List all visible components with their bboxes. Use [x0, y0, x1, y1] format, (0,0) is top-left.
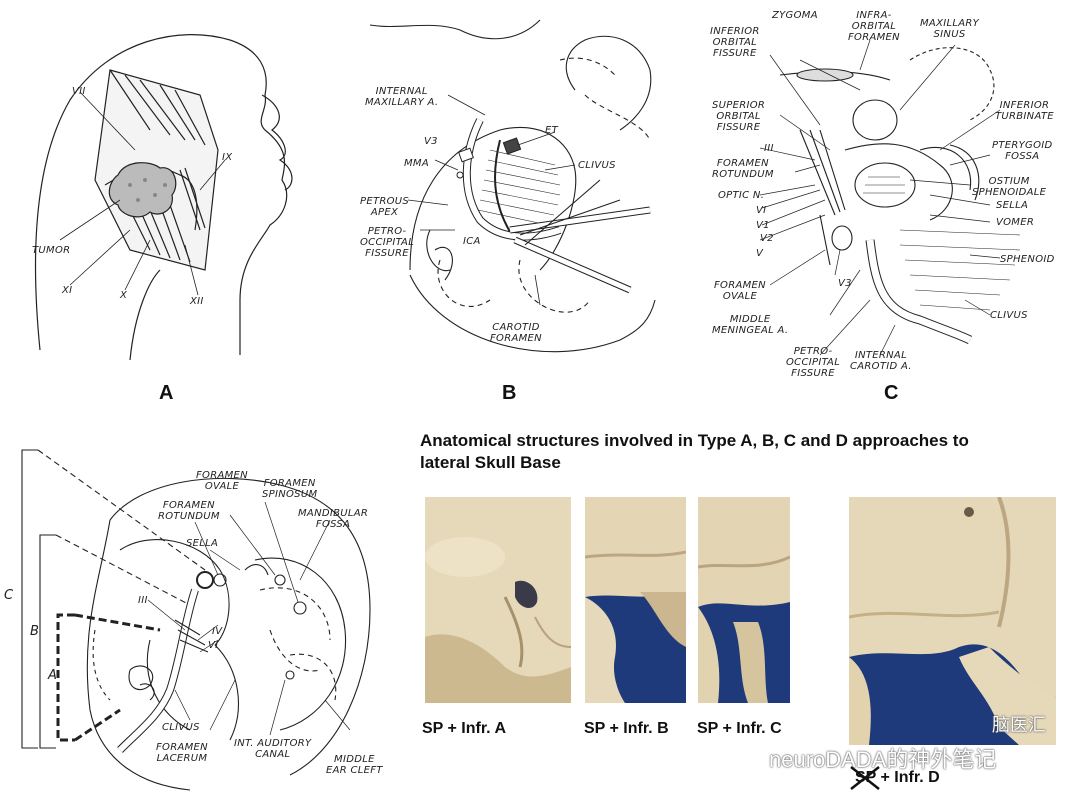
label-v2: V2	[760, 233, 774, 244]
panel-d: C B A FORAMEN OVALE FORAMEN SPINOSUM FOR…	[0, 430, 400, 800]
label-clivus-d: CLIVUS	[162, 722, 200, 733]
caption-a: SP + Infr. A	[422, 720, 507, 737]
caption-b: SP + Infr. B	[584, 720, 669, 737]
label-v3: V3	[424, 136, 438, 147]
label-iii: III	[764, 143, 774, 154]
label-optic-n: OPTIC N.	[718, 190, 765, 201]
label-tumor: TUMOR	[32, 245, 71, 256]
label-v3-c: V3	[838, 278, 852, 289]
caption-d: SP + Infr. D	[850, 766, 940, 790]
label-bracket-b: B	[30, 624, 40, 639]
label-v: V	[756, 248, 764, 259]
label-x: X	[120, 290, 128, 301]
label-sella: SELLA	[996, 200, 1029, 211]
panel-d-illustration	[21, 449, 371, 791]
panel-a-letter: A	[159, 382, 174, 404]
label-sella-d: SELLA	[186, 538, 219, 549]
photo-d-image	[849, 497, 1056, 745]
label-foramen-ovale: FORAMEN OVALE	[714, 280, 766, 302]
label-foramen-rotundum-d: FORAMEN ROTUNDUM	[158, 500, 220, 522]
photo-b-image	[585, 497, 686, 703]
label-vi: VI	[756, 205, 767, 216]
label-internal-carotid: INTERNAL CAROTID A.	[850, 350, 912, 372]
caption-d-strike	[850, 766, 880, 790]
label-foramen-rotundum: FORAMEN ROTUNDUM	[712, 158, 774, 180]
label-ix: IX	[222, 152, 233, 163]
label-bracket-c: C	[4, 588, 14, 603]
label-sphenoid: SPHENOID	[1000, 254, 1055, 265]
label-pterygoid-fossa: PTERYGOID FOSSA	[992, 140, 1053, 162]
photo-d: 脑医汇	[849, 497, 1056, 745]
label-mma: MMA	[404, 158, 429, 169]
label-vii: VII	[72, 86, 86, 97]
label-carotid-foramen: CAROTID FORAMEN	[490, 322, 542, 344]
caption-c: SP + Infr. C	[697, 720, 782, 737]
label-vomer: VOMER	[996, 217, 1035, 228]
label-vi-d: VI	[208, 640, 219, 651]
label-foramen-spinosum: FORAMEN SPINOSUM	[262, 478, 318, 500]
panel-c: ZYGOMA INFRA- ORBITAL FORAMEN MAXILLARY …	[700, 0, 1080, 410]
wechat-icon	[737, 747, 764, 768]
label-middle-meningeal: MIDDLE MENINGEAL A.	[712, 314, 789, 336]
panel-c-illustration	[759, 39, 1021, 356]
label-iv-d: IV	[212, 626, 223, 637]
panel-b-illustration	[369, 19, 656, 353]
photo-b	[585, 497, 686, 703]
photo-a-image	[425, 497, 571, 703]
label-ica: ICA	[463, 236, 481, 247]
panel-b-letter: B	[502, 382, 517, 404]
label-infraorbital-foramen: INFRA- ORBITAL FORAMEN	[848, 10, 900, 43]
label-zygoma: ZYGOMA	[772, 10, 818, 21]
watermark-logo: 脑医汇	[992, 715, 1046, 735]
label-clivus: CLIVUS	[578, 160, 616, 171]
label-foramen-lacerum: FORAMEN LACERUM	[156, 742, 208, 764]
label-petrous-apex: PETROUS APEX	[360, 196, 410, 218]
label-mandibular-fossa: MANDIBULAR FOSSA	[298, 508, 369, 530]
label-iii-d: III	[138, 595, 148, 606]
label-internal-maxillary: INTERNAL MAXILLARY A.	[365, 86, 439, 108]
label-clivus-c: CLIVUS	[990, 310, 1028, 321]
label-inferior-orbital-fissure: INFERIOR ORBITAL FISSURE	[710, 26, 760, 59]
label-foramen-ovale-d: FORAMEN OVALE	[196, 470, 248, 492]
label-v1: V1	[756, 220, 770, 231]
photo-c	[698, 497, 790, 703]
label-bracket-a: A	[48, 668, 58, 683]
label-petro-occipital: PETRO- OCCIPITAL FISSURE	[360, 226, 415, 259]
panel-b: INTERNAL MAXILLARY A. ET V3 MMA CLIVUS P…	[340, 0, 680, 410]
label-superior-orbital-fissure: SUPERIOR ORBITAL FISSURE	[712, 100, 766, 133]
panel-a: VII IX TUMOR XI X XII A	[0, 0, 330, 410]
photo-a	[425, 497, 571, 703]
label-maxillary-sinus: MAXILLARY SINUS	[920, 18, 980, 40]
label-ostium-sphenoidale: OSTIUM SPHENOIDALE	[972, 176, 1047, 198]
watermark-text: neuroDADA的神外笔记	[769, 747, 997, 772]
headline: Anatomical structures involved in Type A…	[420, 431, 969, 472]
label-middle-ear-cleft: MIDDLE EAR CLEFT	[326, 754, 383, 776]
label-et: ET	[545, 125, 559, 136]
label-int-auditory-canal: INT. AUDITORY CANAL	[234, 738, 312, 760]
panel-c-letter: C	[884, 382, 899, 404]
label-petro-occipital-c: PETRO- OCCIPITAL FISSURE	[786, 346, 841, 379]
label-inferior-turbinate: INFERIOR TURBINATE	[995, 100, 1054, 122]
caption-d-rest: + Infr. D	[876, 769, 940, 786]
label-xii: XII	[190, 296, 204, 307]
panel-a-illustration	[34, 34, 293, 361]
label-xi: XI	[62, 285, 73, 296]
photo-c-image	[698, 497, 790, 703]
